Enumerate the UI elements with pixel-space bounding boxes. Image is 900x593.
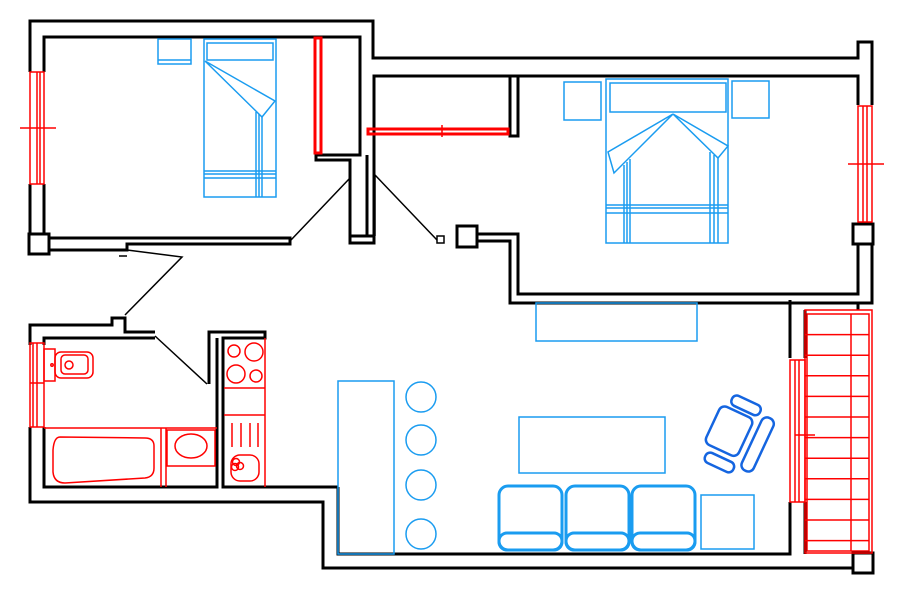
- bar-stool: [405, 424, 437, 456]
- windows: [20, 36, 884, 503]
- balcony-door: [789, 359, 815, 503]
- bathroom-door: [154, 335, 208, 385]
- kitchen-counter: [224, 338, 266, 487]
- bedroom1-door: [290, 176, 351, 241]
- single-bed: [203, 38, 277, 198]
- balcony: [804, 309, 873, 554]
- bathtub: [44, 427, 217, 487]
- sofa: [497, 484, 697, 552]
- nightstand: [157, 38, 192, 65]
- door-swings: [124, 173, 445, 385]
- nightstand: [731, 80, 770, 119]
- balcony-outline: [804, 309, 873, 554]
- window-bedroom1: [20, 71, 56, 185]
- bar-stool: [405, 469, 437, 501]
- armchair: [703, 394, 776, 474]
- nightstand: [563, 81, 602, 121]
- bar-stools: [405, 381, 437, 550]
- walls: [27, 19, 875, 575]
- entry-door: [124, 249, 184, 316]
- stove: [226, 342, 264, 384]
- bar-stool: [405, 518, 437, 550]
- sink: [166, 429, 216, 467]
- ottoman: [700, 494, 755, 550]
- bar-counter: [337, 380, 395, 555]
- column-block: [455, 224, 479, 249]
- sofa-seat: [497, 484, 564, 552]
- double-bed: [605, 78, 730, 244]
- sofa-seat: [630, 484, 697, 552]
- column-block: [851, 551, 875, 575]
- column-block: [27, 232, 51, 256]
- bar-stool: [405, 381, 437, 413]
- tv-stand: [535, 302, 698, 342]
- column-block: [851, 222, 875, 246]
- bedroom2-door: [374, 173, 438, 241]
- closet-door-bedroom1: [313, 36, 323, 155]
- sofa-seat: [564, 484, 631, 552]
- column-block: [348, 234, 376, 245]
- closet-door-bedroom2: [366, 125, 510, 137]
- balcony-inner-outline: [806, 313, 870, 552]
- toilet: [43, 348, 94, 382]
- coffee-table: [518, 416, 666, 474]
- window-bathroom: [29, 342, 45, 428]
- window-bedroom2: [848, 105, 884, 223]
- kitchen-sink: [230, 423, 260, 482]
